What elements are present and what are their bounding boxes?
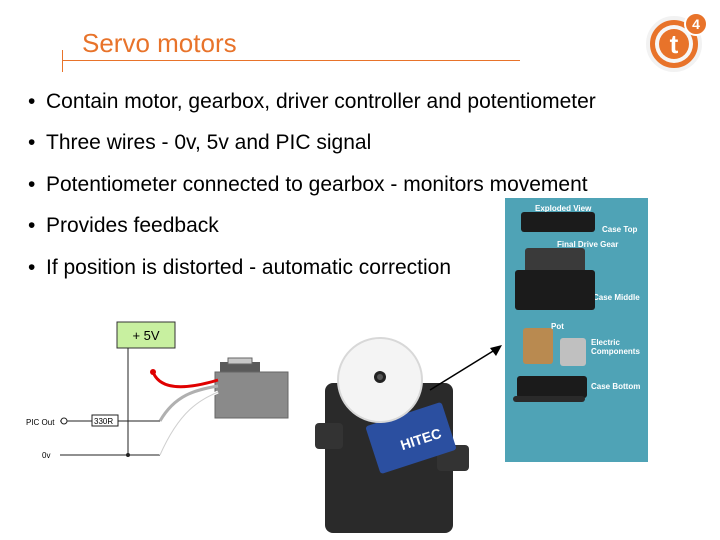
electric-part bbox=[560, 338, 586, 366]
case-bottom-part bbox=[517, 376, 587, 398]
supply-box bbox=[116, 321, 176, 349]
logo-letter: t bbox=[670, 29, 679, 59]
logo-superscript: 4 bbox=[692, 16, 700, 32]
bullet-text: If position is distorted - automatic cor… bbox=[46, 256, 452, 279]
exploded-view-photo: Exploded View Case Top Final Drive Gear … bbox=[505, 198, 648, 462]
exploded-label: Case Bottom bbox=[591, 382, 641, 391]
bullet-text: Contain motor, gearbox, driver controlle… bbox=[46, 90, 596, 113]
case-top-part bbox=[521, 212, 595, 232]
resistor-label: 330R bbox=[94, 417, 113, 426]
bullet-item: •Three wires - 0v, 5v and PIC signal bbox=[28, 131, 372, 154]
servo-photo: HITEC bbox=[315, 337, 469, 533]
exploded-label: Case Middle bbox=[593, 293, 640, 302]
bullet-item: •If position is distorted - automatic co… bbox=[28, 256, 452, 279]
servo-motor-case bbox=[214, 371, 289, 419]
exploded-label: Electric Components bbox=[591, 338, 640, 356]
pot-part bbox=[523, 328, 553, 364]
t4-logo: t 4 bbox=[640, 6, 712, 83]
case-middle-part bbox=[515, 270, 595, 310]
bullet-text: Potentiometer connected to gearbox - mon… bbox=[46, 173, 588, 196]
pic-out-label: PIC Out bbox=[26, 418, 55, 427]
servo-horn bbox=[220, 362, 260, 374]
title-tick-mark bbox=[62, 50, 63, 72]
bullet-item: •Contain motor, gearbox, driver controll… bbox=[28, 90, 596, 113]
circuit-schematic: + 5V PIC Out 330R 0v bbox=[26, 321, 289, 460]
bullet-item: •Potentiometer connected to gearbox - mo… bbox=[28, 173, 588, 196]
supply-label: + 5V bbox=[132, 328, 159, 343]
exploded-label: Case Top bbox=[602, 225, 638, 234]
exploded-label: Final Drive Gear bbox=[557, 240, 619, 249]
ground-label: 0v bbox=[42, 451, 50, 460]
exploded-label: Pot bbox=[551, 322, 564, 331]
exploded-label: Exploded View bbox=[535, 204, 592, 213]
case-base-part bbox=[513, 396, 585, 402]
arrow-graphic bbox=[429, 345, 502, 391]
title-underline bbox=[62, 60, 520, 61]
bullet-text: Three wires - 0v, 5v and PIC signal bbox=[46, 131, 372, 154]
slide-title: Servo motors bbox=[82, 28, 237, 58]
bullet-item: •Provides feedback bbox=[28, 214, 219, 237]
bullet-text: Provides feedback bbox=[46, 214, 219, 237]
